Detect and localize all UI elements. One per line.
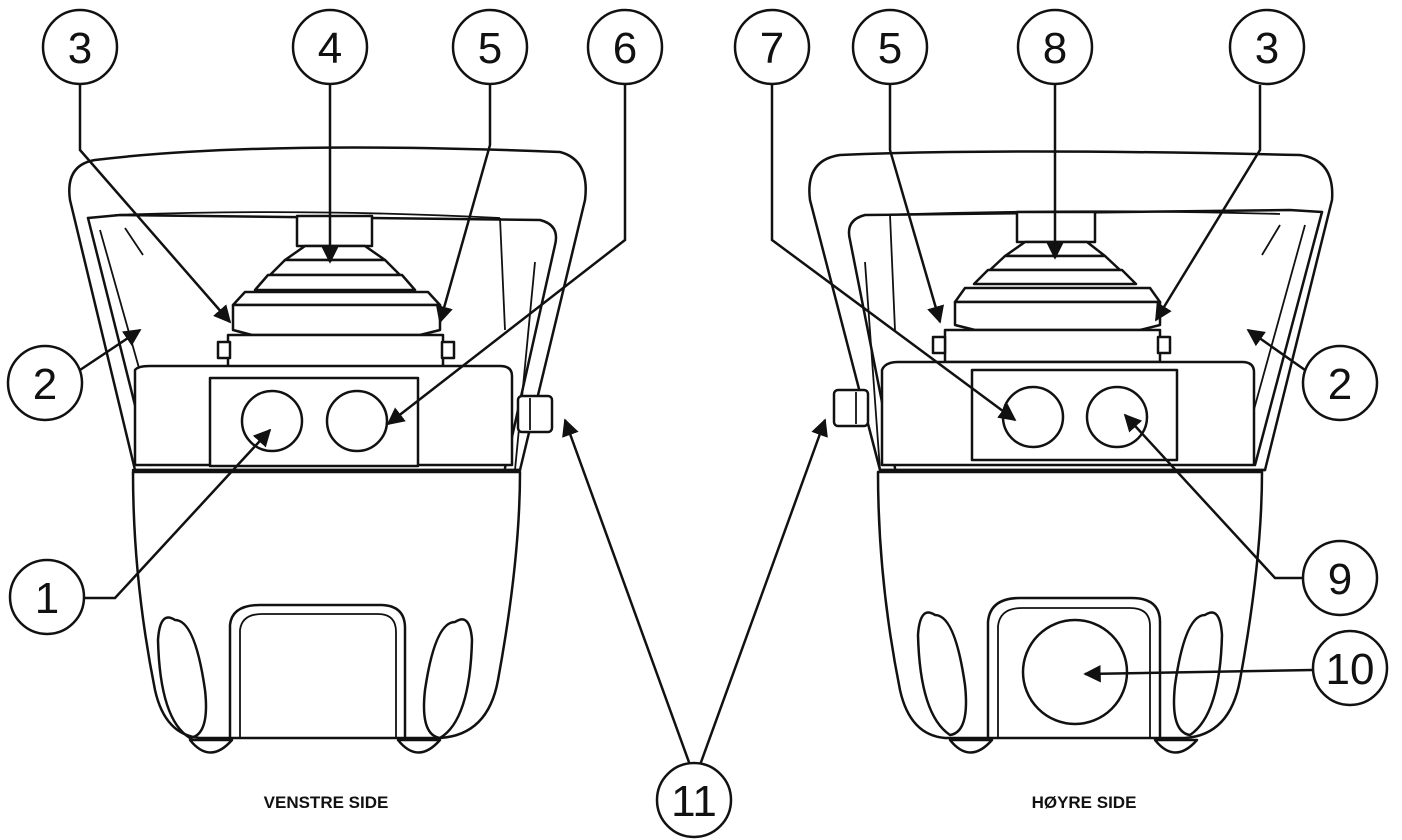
svg-text:7: 7 <box>760 24 784 73</box>
callout-left-4: 4 <box>291 8 369 86</box>
callout-right-2: 2 <box>1301 344 1379 422</box>
callout-right-9: 9 <box>1301 539 1379 617</box>
svg-text:5: 5 <box>878 24 902 73</box>
callout-left-2: 2 <box>6 344 84 422</box>
svg-text:6: 6 <box>613 24 637 73</box>
svg-text:3: 3 <box>1255 24 1279 73</box>
svg-text:3: 3 <box>68 24 92 73</box>
callout-right-3: 3 <box>1228 8 1306 86</box>
svg-text:9: 9 <box>1328 555 1352 604</box>
right-control-unit <box>808 150 1334 754</box>
leader-lines <box>78 80 1313 766</box>
svg-text:2: 2 <box>1328 360 1352 409</box>
svg-text:5: 5 <box>478 24 502 73</box>
svg-text:10: 10 <box>1326 645 1375 694</box>
callout-left-5: 5 <box>451 8 529 86</box>
caption-right-side: HØYRE SIDE <box>1032 793 1137 812</box>
callout-right-7: 7 <box>733 8 811 86</box>
svg-text:4: 4 <box>318 24 342 73</box>
svg-text:11: 11 <box>671 777 717 826</box>
callout-left-1: 1 <box>8 558 86 636</box>
callout-left-3: 3 <box>41 8 119 86</box>
svg-text:1: 1 <box>35 574 59 623</box>
callout-left-6: 6 <box>586 8 664 86</box>
callout-right-10: 10 <box>1311 629 1389 707</box>
caption-left-side: VENSTRE SIDE <box>264 793 389 812</box>
svg-text:2: 2 <box>33 360 57 409</box>
svg-text:8: 8 <box>1043 24 1067 73</box>
callout-right-8: 8 <box>1016 8 1094 86</box>
left-control-unit <box>68 146 587 754</box>
callout-right-5: 5 <box>851 8 929 86</box>
callout-shared-11: 11 <box>655 761 733 839</box>
